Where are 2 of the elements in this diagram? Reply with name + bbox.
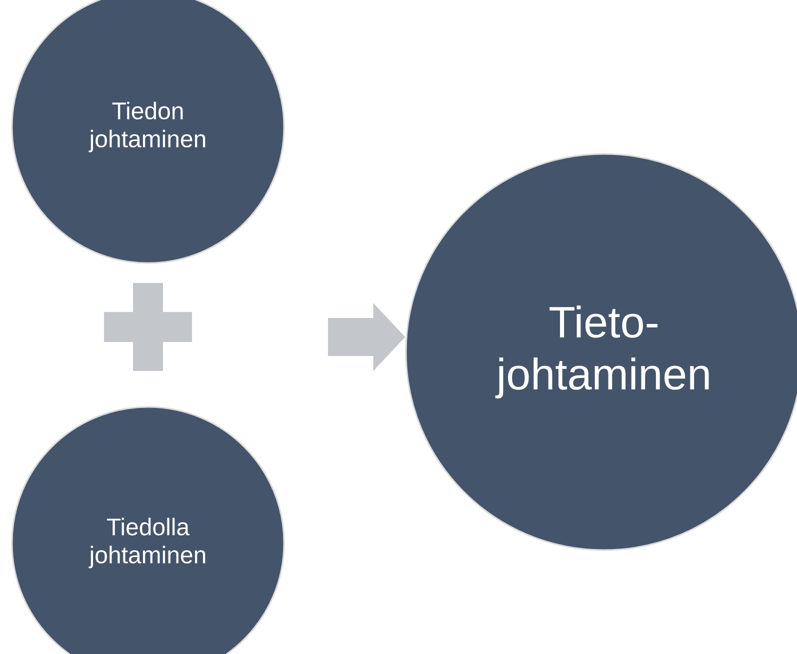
circle-node: Tieto- johtaminen [405, 153, 797, 551]
circle-node: Tiedolla johtaminen [11, 406, 285, 654]
